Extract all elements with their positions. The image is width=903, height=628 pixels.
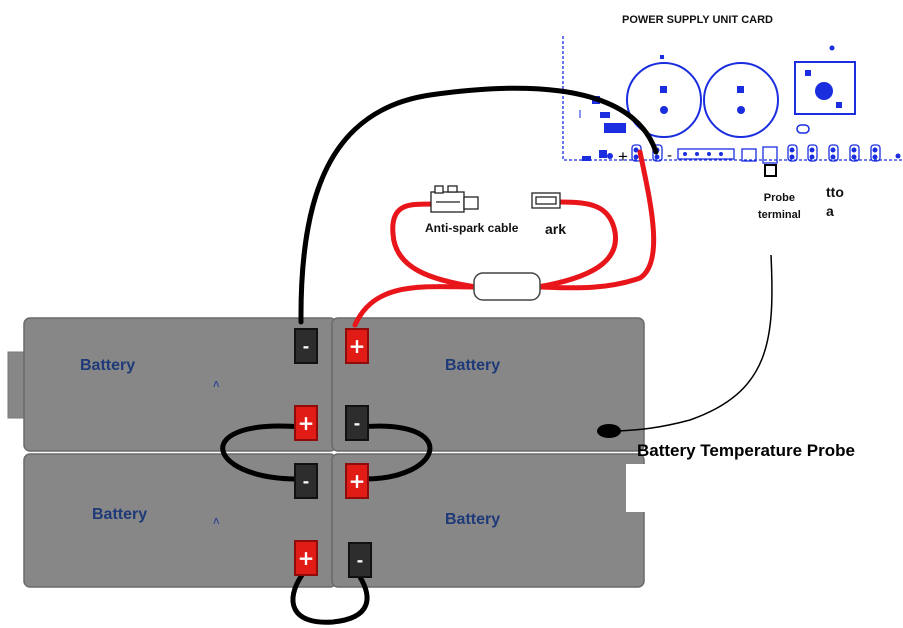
negative-lead [298, 85, 659, 325]
terminal-positive: + [345, 328, 369, 364]
board-minus-mark: - [667, 147, 672, 164]
anti-spark-label: Anti-spark cable [425, 221, 519, 235]
positive-wiring [352, 149, 657, 328]
battery-cases: ʌ ʌ [7, 317, 646, 588]
terminal-negative: - [294, 328, 318, 364]
svg-text:ʌ: ʌ [213, 514, 220, 527]
terminal-negative: - [345, 405, 369, 441]
battery-case-bottom-left [23, 453, 337, 588]
battery-label: Battery [445, 357, 501, 374]
battery-case-top-right [331, 317, 645, 452]
temperature-probe [597, 424, 621, 438]
label-fragment: a [826, 203, 834, 219]
battery-case-bottom-right [331, 453, 645, 588]
svg-text:ʌ: ʌ [213, 377, 220, 390]
anti-spark-connector-left [430, 185, 479, 213]
jumper-wires [220, 423, 433, 625]
terminal-positive: + [294, 405, 318, 441]
probe-terminal-label: Probe terminal [758, 190, 801, 224]
probe-terminal-label-line: terminal [758, 209, 801, 221]
battery-label: Battery [80, 357, 136, 374]
label-fragment: tto [826, 184, 844, 200]
probe-cable [616, 254, 773, 432]
anti-spark-connector-right [531, 192, 561, 209]
battery-label: Battery [445, 511, 501, 528]
terminal-positive: + [345, 463, 369, 499]
probe-terminal-connector [764, 164, 777, 177]
psu-board: + - [562, 36, 903, 166]
terminal-negative: - [348, 542, 372, 578]
terminal-positive: + [294, 540, 318, 576]
battery-label: Battery [92, 506, 148, 523]
probe-terminal-label-line: Probe [763, 192, 795, 204]
anti-spark-resistor [473, 272, 541, 301]
terminal-negative: - [294, 463, 318, 499]
battery-case-top-left [23, 317, 337, 452]
psu-title: POWER SUPPLY UNIT CARD [622, 14, 773, 26]
label-fragment: ark [545, 221, 567, 237]
probe-label: Battery Temperature Probe [637, 441, 855, 460]
board-plus-mark: + [618, 147, 628, 166]
